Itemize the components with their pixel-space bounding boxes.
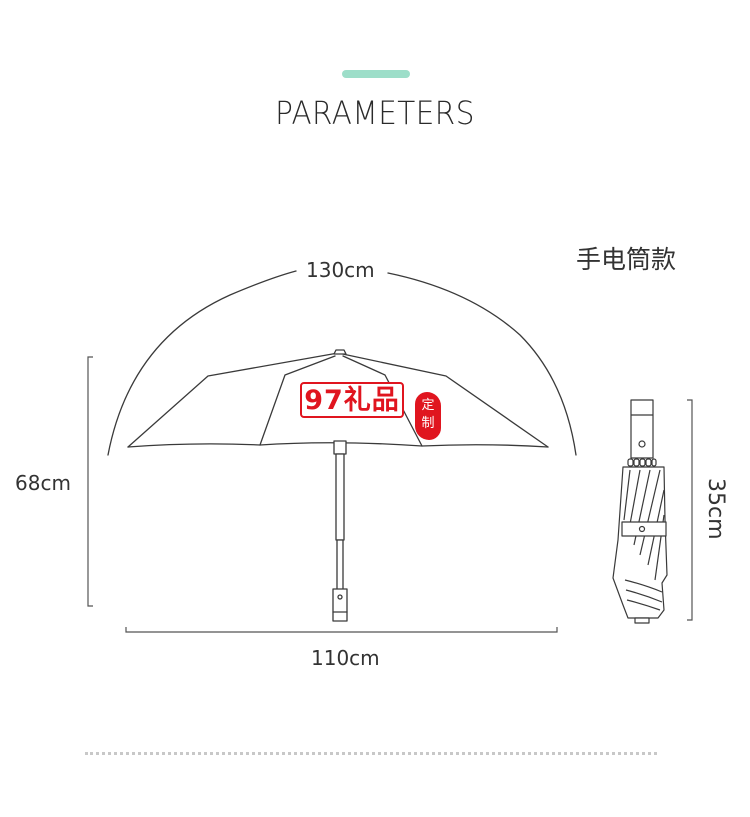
seal-char-1: 定 — [421, 398, 435, 413]
shaft-top — [333, 440, 347, 455]
canopy-rib-right — [342, 355, 423, 447]
handle — [332, 588, 348, 622]
seal-char-2: 制 — [421, 416, 435, 431]
folded-body — [612, 466, 668, 619]
canopy-rib-left — [259, 355, 336, 446]
width-bracket — [125, 627, 558, 633]
arc-left — [107, 270, 297, 456]
height-bracket — [87, 356, 93, 607]
model-label: 手电筒款 — [576, 245, 677, 274]
brand-watermark: 97礼品 — [300, 382, 404, 418]
arc-length-label: 130cm — [302, 258, 379, 282]
title-accent-bar — [342, 70, 410, 78]
section-divider — [85, 752, 657, 755]
folded-handle — [630, 399, 654, 459]
arc-right — [387, 272, 577, 456]
height-label: 68cm — [15, 471, 71, 495]
custom-seal: 定 制 — [415, 392, 441, 440]
page-title: PARAMETERS — [275, 94, 475, 132]
shaft-upper — [335, 453, 345, 541]
width-label: 110cm — [311, 646, 380, 670]
length-bracket — [687, 399, 693, 621]
length-label: 35cm — [703, 478, 728, 540]
